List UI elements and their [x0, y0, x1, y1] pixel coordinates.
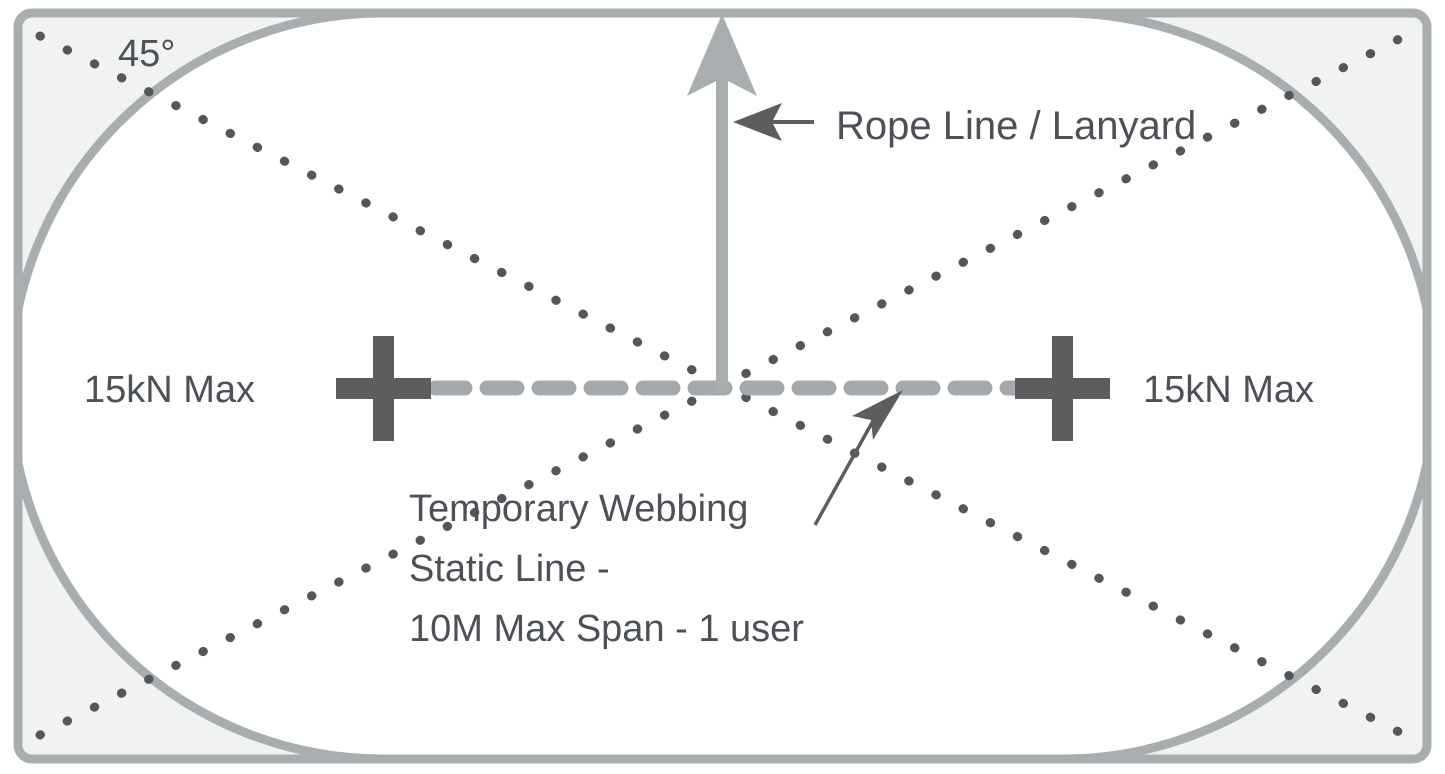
anchor-right-cross [1015, 336, 1110, 441]
anchor-left-label: 15kN Max [84, 369, 255, 411]
rope-label: Rope Line / Lanyard [836, 104, 1196, 148]
webbing-label-line1: Temporary Webbing [409, 488, 748, 530]
anchor-right-label: 15kN Max [1143, 369, 1314, 411]
webbing-leader-arrow [813, 390, 903, 526]
rope-leader-arrow [733, 103, 814, 141]
webbing-label-line3: 10M Max Span - 1 user [409, 608, 804, 650]
rope-arrow-head [687, 14, 757, 96]
capsule-work-zone [18, 13, 1427, 759]
webbing-label-line2: Static Line - [409, 548, 610, 590]
rope-line [687, 14, 757, 394]
angle-label: 45° [118, 33, 175, 75]
anchor-left-cross [336, 336, 431, 441]
